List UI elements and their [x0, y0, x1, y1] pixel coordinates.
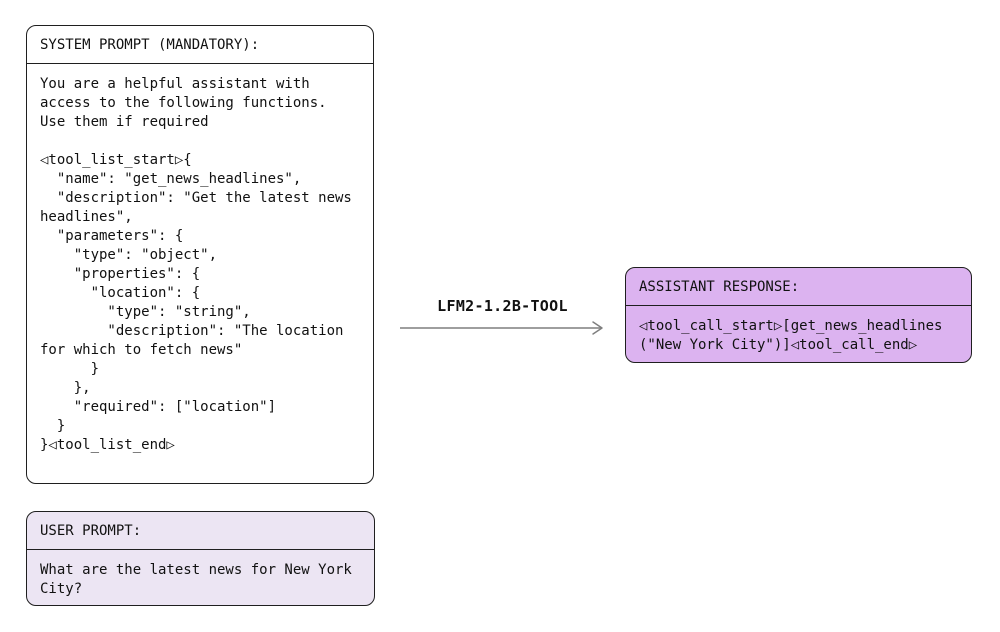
user-prompt-box: USER PROMPT: What are the latest news fo… — [26, 511, 375, 606]
system-prompt-box: SYSTEM PROMPT (MANDATORY): You are a hel… — [26, 25, 374, 484]
flow-arrow-icon — [400, 321, 603, 335]
assistant-response-box: ASSISTANT RESPONSE: ◁tool_call_start▷[ge… — [625, 267, 972, 363]
user-prompt-text: What are the latest news for New York Ci… — [40, 562, 352, 597]
assistant-response-header: ASSISTANT RESPONSE: — [626, 268, 971, 306]
system-prompt-header: SYSTEM PROMPT (MANDATORY): — [27, 26, 373, 64]
user-prompt-header: USER PROMPT: — [27, 512, 374, 550]
system-prompt-text: You are a helpful assistant with access … — [40, 76, 352, 453]
assistant-response-text: ◁tool_call_start▷[get_news_headlines ("N… — [639, 318, 943, 353]
model-name-label: LFM2-1.2B-TOOL — [437, 297, 568, 315]
